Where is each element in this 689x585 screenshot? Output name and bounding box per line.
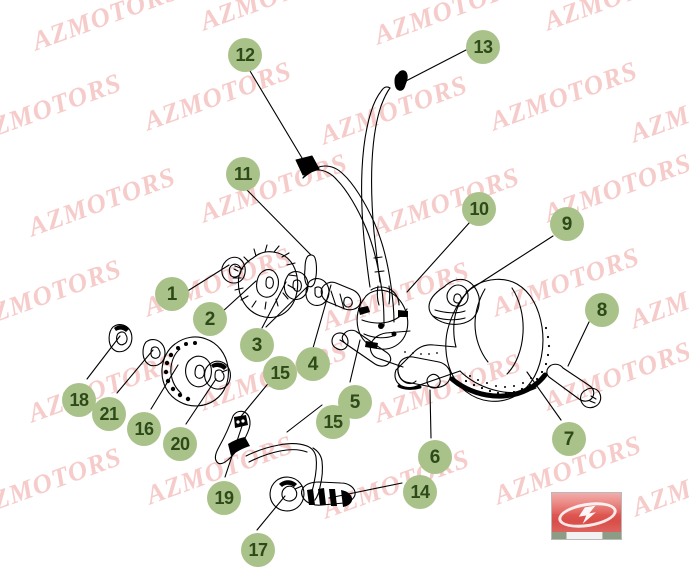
manufacturer-logo [551,492,622,540]
callout-6[interactable]: 6 [418,440,452,474]
callout-16[interactable]: 16 [127,412,161,446]
callout-8[interactable]: 8 [585,293,619,327]
callout-9[interactable]: 9 [550,207,584,241]
callout-12[interactable]: 12 [228,38,262,72]
callout-15[interactable]: 15 [263,356,297,390]
callout-10[interactable]: 10 [462,192,496,226]
callout-2[interactable]: 2 [193,302,227,336]
callout-11[interactable]: 11 [226,157,260,191]
logo-base-strip [552,532,621,539]
callout-15[interactable]: 15 [316,405,350,439]
callout-17[interactable]: 17 [241,533,275,567]
callout-14[interactable]: 14 [403,475,437,509]
callout-18[interactable]: 18 [62,383,96,417]
callout-1[interactable]: 1 [155,277,189,311]
callout-21[interactable]: 21 [92,397,126,431]
callout-7[interactable]: 7 [552,422,586,456]
callout-4[interactable]: 4 [296,347,330,381]
callout-3[interactable]: 3 [240,328,274,362]
callout-13[interactable]: 13 [466,30,500,64]
callout-19[interactable]: 19 [207,481,241,515]
logo-sheen [552,493,621,515]
callout-20[interactable]: 20 [163,427,197,461]
